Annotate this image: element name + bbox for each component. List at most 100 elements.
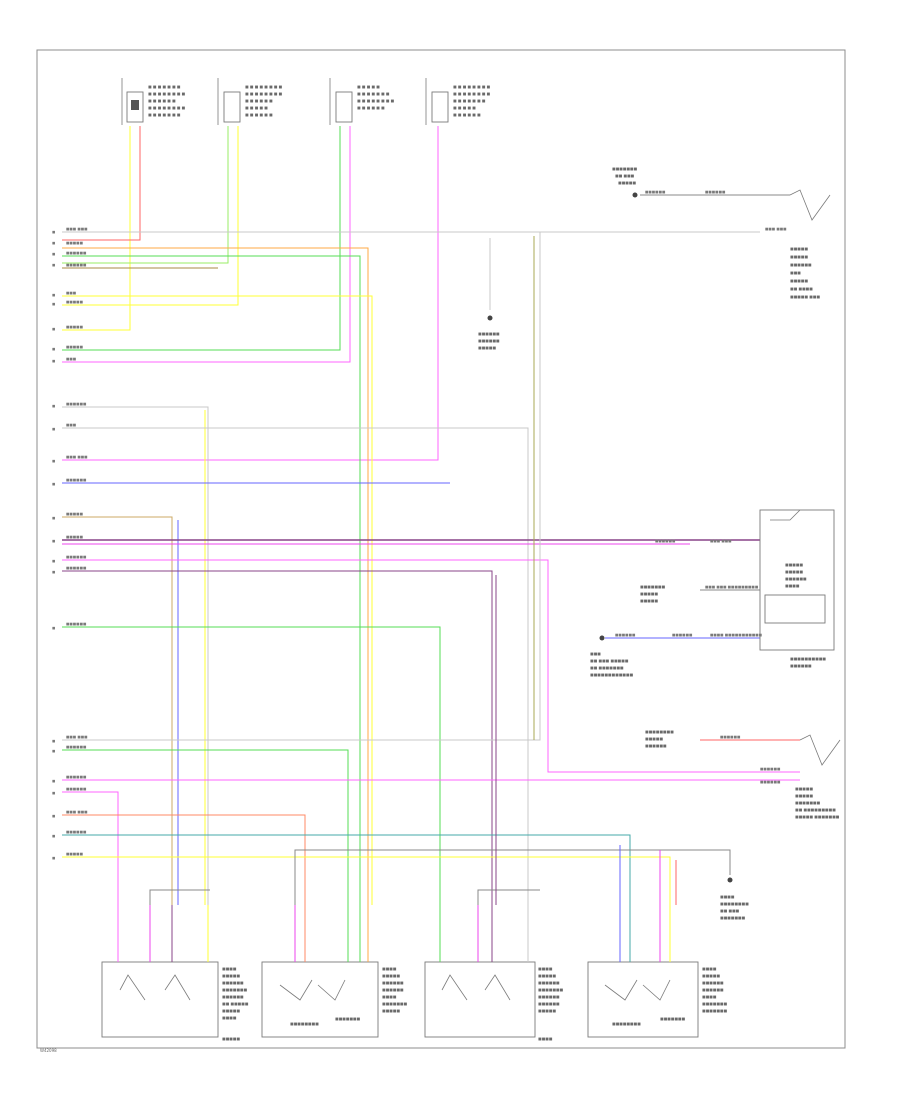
switch-box-2: ■■■■■■■■ ■■■■■■■ ■■■■ ■■■■■ ■■■■■■ ■■■■■… [261,961,408,1038]
svg-text:■■■■■: ■■■■■ [640,598,658,603]
svg-text:■■■■■■: ■■■■■■ [382,980,404,985]
svg-text:■ ■ ■ ■ ■ ■ ■ ■: ■ ■ ■ ■ ■ ■ ■ ■ [148,105,186,110]
svg-text:■■ ■■■■: ■■ ■■■■ [790,286,813,291]
svg-text:■■■■ ■■■■■■■■■■■: ■■■■ ■■■■■■■■■■■ [710,633,763,637]
svg-text:■■■■■: ■■■■■ [790,278,808,283]
bottom-switches: ■■■■ ■■■■■ ■■■■■■ ■■■■■■■ ■■■■■■ ■■ ■■■■… [101,905,728,1041]
svg-text:■: ■ [52,230,55,234]
svg-text:■■■■■■■: ■■■■■■■ [795,800,821,805]
svg-text:■■■■■: ■■■■■ [382,973,400,978]
svg-text:■ ■ ■ ■ ■ ■: ■ ■ ■ ■ ■ ■ [357,105,385,110]
svg-text:■■■■■■■: ■■■■■■■ [702,1001,728,1006]
wire-green-c [62,126,341,351]
svg-text:■■■■■■■■: ■■■■■■■■ [645,729,674,734]
diagram-code: W42098 [40,1048,57,1053]
svg-text:■ ■ ■ ■ ■ ■ ■: ■ ■ ■ ■ ■ ■ ■ [148,84,181,89]
svg-text:■■ ■■■■■■■■■: ■■ ■■■■■■■■■ [795,807,836,812]
svg-text:■■■: ■■■ [590,651,601,656]
svg-text:■■■■■■: ■■■■■■ [66,787,87,791]
wire-yellow-4 [62,856,671,905]
top-connectors: ■ ■ ■ ■ ■ ■ ■ ■ ■ ■ ■ ■ ■ ■ ■ ■ ■ ■ ■ ■ … [121,78,491,125]
svg-text:■■■ ■■■: ■■■ ■■■ [66,455,88,459]
wire-yellow-a [62,126,131,331]
svg-text:■■■■■■: ■■■■■■ [538,1001,560,1006]
svg-text:■■■■■■: ■■■■■■ [66,566,87,570]
svg-text:■■■■■■: ■■■■■■ [66,745,87,749]
svg-text:■■ ■■■ ■■■■■: ■■ ■■■ ■■■■■ [590,658,629,663]
svg-text:■■■■■: ■■■■■ [795,786,813,791]
svg-text:■ ■ ■ ■ ■ ■ ■ ■: ■ ■ ■ ■ ■ ■ ■ ■ [245,91,283,96]
svg-text:■: ■ [52,559,55,563]
svg-text:■■■■■■■■: ■■■■■■■■ [612,1021,641,1026]
svg-text:■■■■■ ■■■■■■■: ■■■■■ ■■■■■■■ [795,814,840,819]
wire-gray-6 [149,889,210,905]
svg-text:■■■■■: ■■■■■ [790,254,808,259]
svg-text:■■■ ■■■: ■■■ ■■■ [765,227,787,231]
svg-text:■■■■: ■■■■ [720,894,735,899]
wire-pink-a [62,126,141,241]
connector-4: ■ ■ ■ ■ ■ ■ ■ ■ ■ ■ ■ ■ ■ ■ ■ ■ ■ ■ ■ ■ … [425,78,491,125]
svg-text:■: ■ [52,482,55,486]
svg-text:■■■■■■: ■■■■■■ [66,622,87,626]
svg-text:■■■■■■■: ■■■■■■■ [335,1016,361,1021]
wires [62,126,800,905]
svg-text:■■■■■■: ■■■■■■ [645,190,666,194]
svg-text:■■■■■: ■■■■■ [66,300,84,304]
wire-yellow-b [62,126,239,306]
svg-text:■■■: ■■■ [66,357,77,361]
svg-text:■: ■ [52,570,55,574]
svg-text:■■■■■ ■■■: ■■■■■ ■■■ [790,294,820,299]
svg-text:■■ ■■■■■: ■■ ■■■■■ [222,1001,249,1006]
svg-text:■■■■■: ■■■■■ [66,345,84,349]
wire-gray-7 [477,889,540,905]
svg-text:■■■■■■■: ■■■■■■■ [660,1016,686,1021]
svg-text:■■■■■■: ■■■■■■ [222,994,244,999]
switch-box-4: ■■■■■■■■ ■■■■■■■ ■■■■ ■■■■■ ■■■■■■ ■■■■■… [587,961,728,1038]
svg-text:■: ■ [52,749,55,753]
svg-text:■■■■■: ■■■■■ [382,1008,400,1013]
svg-text:■: ■ [52,252,55,256]
svg-text:■: ■ [52,359,55,363]
svg-text:■■■■■■: ■■■■■■ [66,555,87,559]
wire-orange-1 [62,247,369,905]
svg-text:■■■■■■: ■■■■■■ [790,262,812,267]
wire-gray-4 [62,232,541,741]
svg-text:■ ■ ■ ■ ■ ■ ■ ■: ■ ■ ■ ■ ■ ■ ■ ■ [148,91,186,96]
svg-text:■■■ ■■■: ■■■ ■■■ [66,227,88,231]
svg-text:■: ■ [52,347,55,351]
svg-text:■■■■■: ■■■■■ [66,535,84,539]
svg-text:■■■: ■■■ [66,291,77,295]
svg-text:■■■■■■: ■■■■■■ [66,251,87,255]
svg-text:■■■■■■: ■■■■■■ [478,338,500,343]
svg-text:■■■■■■: ■■■■■■ [760,767,781,771]
wire-green-1 [62,255,361,905]
svg-text:■ ■ ■ ■ ■ ■ ■: ■ ■ ■ ■ ■ ■ ■ [148,112,181,117]
connector-2: ■ ■ ■ ■ ■ ■ ■ ■ ■ ■ ■ ■ ■ ■ ■ ■ ■ ■ ■ ■ … [217,78,283,125]
svg-text:■■■■■■: ■■■■■■ [66,478,87,482]
svg-text:■■■■■■: ■■■■■■ [478,331,500,336]
diagram-border [36,49,846,1049]
svg-text:■■■■■: ■■■■■ [222,1036,240,1041]
svg-text:■■■■■■■: ■■■■■■■ [538,987,564,992]
svg-text:■: ■ [52,459,55,463]
svg-text:■■■■■■: ■■■■■■ [760,780,781,784]
svg-text:■■■■■: ■■■■■ [478,345,496,350]
svg-text:■■■■■■■■■■■■: ■■■■■■■■■■■■ [590,672,633,677]
svg-text:■■■■■: ■■■■■ [702,973,720,978]
svg-text:■ ■ ■ ■ ■ ■: ■ ■ ■ ■ ■ ■ [453,112,481,117]
svg-text:■■■■■■■: ■■■■■■■ [640,584,666,589]
switch-box-1: ■■■■ ■■■■■ ■■■■■■ ■■■■■■■ ■■■■■■ ■■ ■■■■… [101,961,249,1041]
svg-text:■■■■: ■■■■ [382,994,397,999]
wire-pink-4 [62,791,119,905]
svg-text:■: ■ [52,739,55,743]
svg-text:■■■■: ■■■■ [702,966,717,971]
wire-tan-2 [62,516,173,905]
svg-text:■■■■■■: ■■■■■■ [538,980,560,985]
wire-labels: ■■■ ■■■ ■■■■■ ■■■■■■ ■■■■■■ ■■■ ■■■■■ ■■… [66,227,88,856]
svg-text:■■■: ■■■ [66,423,77,427]
svg-text:■: ■ [52,834,55,838]
wire-green-2 [62,626,441,905]
svg-text:■: ■ [52,241,55,245]
svg-text:■: ■ [52,427,55,431]
svg-text:■■■■■■: ■■■■■■ [672,633,693,637]
